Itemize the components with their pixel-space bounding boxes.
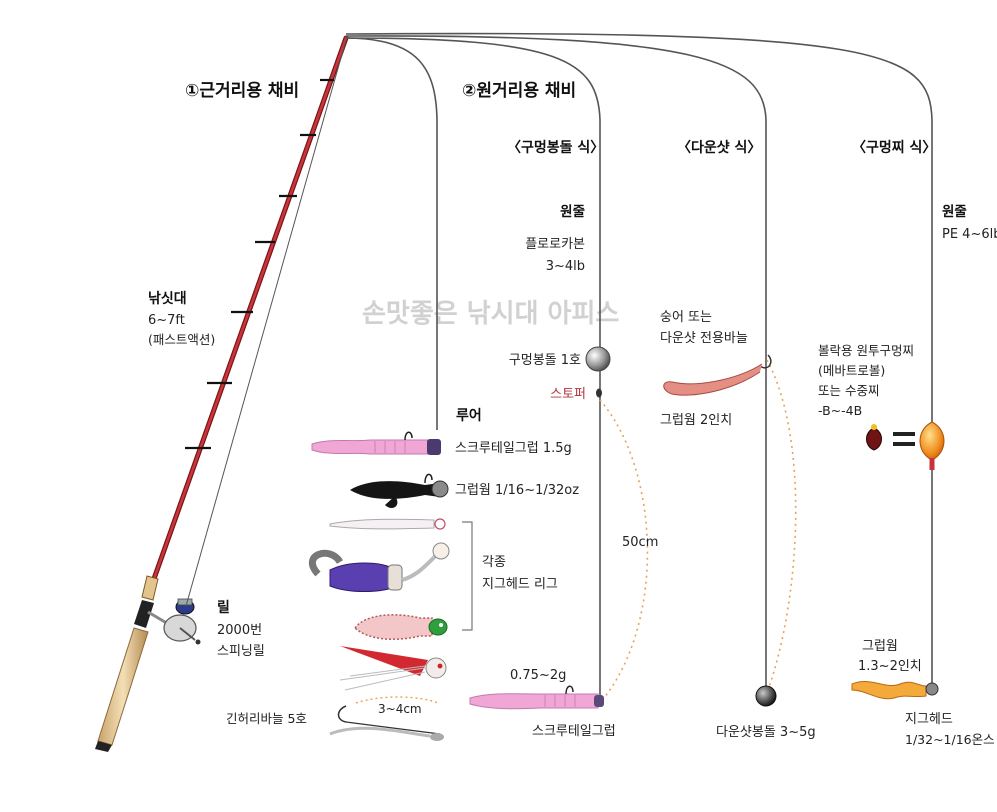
equals-sign — [893, 432, 915, 446]
bottom-bait-label: 스크루테일그럽 — [532, 724, 616, 739]
jig-label-2: 지그헤드 리그 — [482, 577, 558, 592]
rod-length: 6~7ft — [148, 313, 185, 328]
orange-float — [919, 421, 945, 470]
dropshot-sinker — [755, 685, 777, 707]
pe-line-label: 원줄 — [942, 204, 967, 220]
jig-label-1: 각종 — [482, 555, 506, 570]
main-line-material: 플로로카본 — [525, 237, 585, 252]
slim-worm-lure — [329, 518, 446, 530]
jig-weight-label: 0.75~2g — [510, 668, 566, 683]
long-shank-hook — [329, 705, 444, 741]
jighead-weight-label: 1/32~1/16온스 — [905, 732, 995, 747]
curltail-lure — [308, 542, 450, 592]
screwtail-label: 스크루테일그럽 1.5g — [455, 441, 572, 456]
leader-length-label: 50cm — [622, 535, 658, 550]
feather-jig-lure — [339, 646, 447, 691]
rod-guides — [185, 78, 334, 450]
float-label-4: -B~-4B — [818, 403, 862, 418]
dropshot-dotted-line — [766, 359, 797, 691]
jighead-label: 지그헤드 — [905, 712, 953, 727]
float-label-2: (메바트로볼) — [818, 363, 885, 378]
heading-far-rig: ②원거리용 채비 — [462, 81, 576, 101]
hole-sinker-label: 구멍봉돌 1호 — [509, 353, 581, 368]
dropshot-hook-label-1: 숭어 또는 — [660, 310, 712, 325]
heading-near-rig: ①근거리용 채비 — [185, 81, 299, 101]
hole-sinker-ball — [585, 346, 611, 372]
dropshot-sinker-label: 다운샷봉돌 3~5g — [716, 725, 816, 740]
black-grub-lure — [350, 473, 449, 509]
float-worm-label-2: 1.3~2인치 — [858, 659, 922, 674]
hook-gap-label: 3~4cm — [378, 702, 422, 716]
float-label-3: 또는 수중찌 — [818, 383, 879, 398]
reel-name: 릴 — [217, 600, 230, 616]
jig-bracket — [462, 521, 473, 631]
rod-action: (패스트액션) — [148, 332, 215, 347]
stopper-label: 스토퍼 — [550, 387, 586, 402]
bottom-screwtail-lure — [469, 685, 604, 710]
pe-line-strength: PE 4~6lb — [942, 227, 997, 242]
fishing-rod — [95, 35, 349, 752]
fuzzy-grub-lure — [354, 614, 448, 641]
float-worm-label-1: 그럽웜 — [862, 639, 898, 654]
grub-label: 그럽웜 1/16~1/32oz — [455, 483, 579, 498]
dropshot-hook-label-2: 다운샷 전용바늘 — [660, 331, 748, 346]
reel-type: 스피닝릴 — [217, 644, 265, 659]
hook-gap-dotted-line — [355, 696, 439, 704]
hook-label: 긴허리바늘 5호 — [226, 711, 307, 726]
reel-size: 2000번 — [217, 623, 262, 638]
dark-float — [866, 424, 882, 451]
lure-title: 루어 — [456, 407, 482, 424]
main-line-strength: 3~4lb — [546, 259, 585, 274]
rod-name: 낚싯대 — [148, 291, 187, 307]
stopper-bead — [596, 388, 602, 398]
spinning-reel — [147, 598, 201, 645]
float-label-1: 볼락용 원투구멍찌 — [818, 343, 914, 358]
dropshot-worm — [663, 354, 772, 396]
dropshot-worm-label: 그럽웜 2인치 — [660, 413, 732, 428]
orange-grub-jig — [851, 680, 939, 700]
heading-drop-shot: 〈다운샷 식〉 — [677, 140, 761, 156]
watermark-text: 손맛좋은 낚시대 아피스 — [362, 299, 619, 329]
heading-hole-float: 〈구멍찌 식〉 — [852, 139, 936, 156]
screwtail-grub-lure — [311, 431, 441, 455]
heading-hole-sinker: 〈구멍봉돌 식〉 — [507, 139, 604, 156]
leader-dotted-line — [599, 399, 649, 699]
main-line-label: 원줄 — [560, 204, 585, 220]
fishing-lines — [185, 32, 933, 702]
